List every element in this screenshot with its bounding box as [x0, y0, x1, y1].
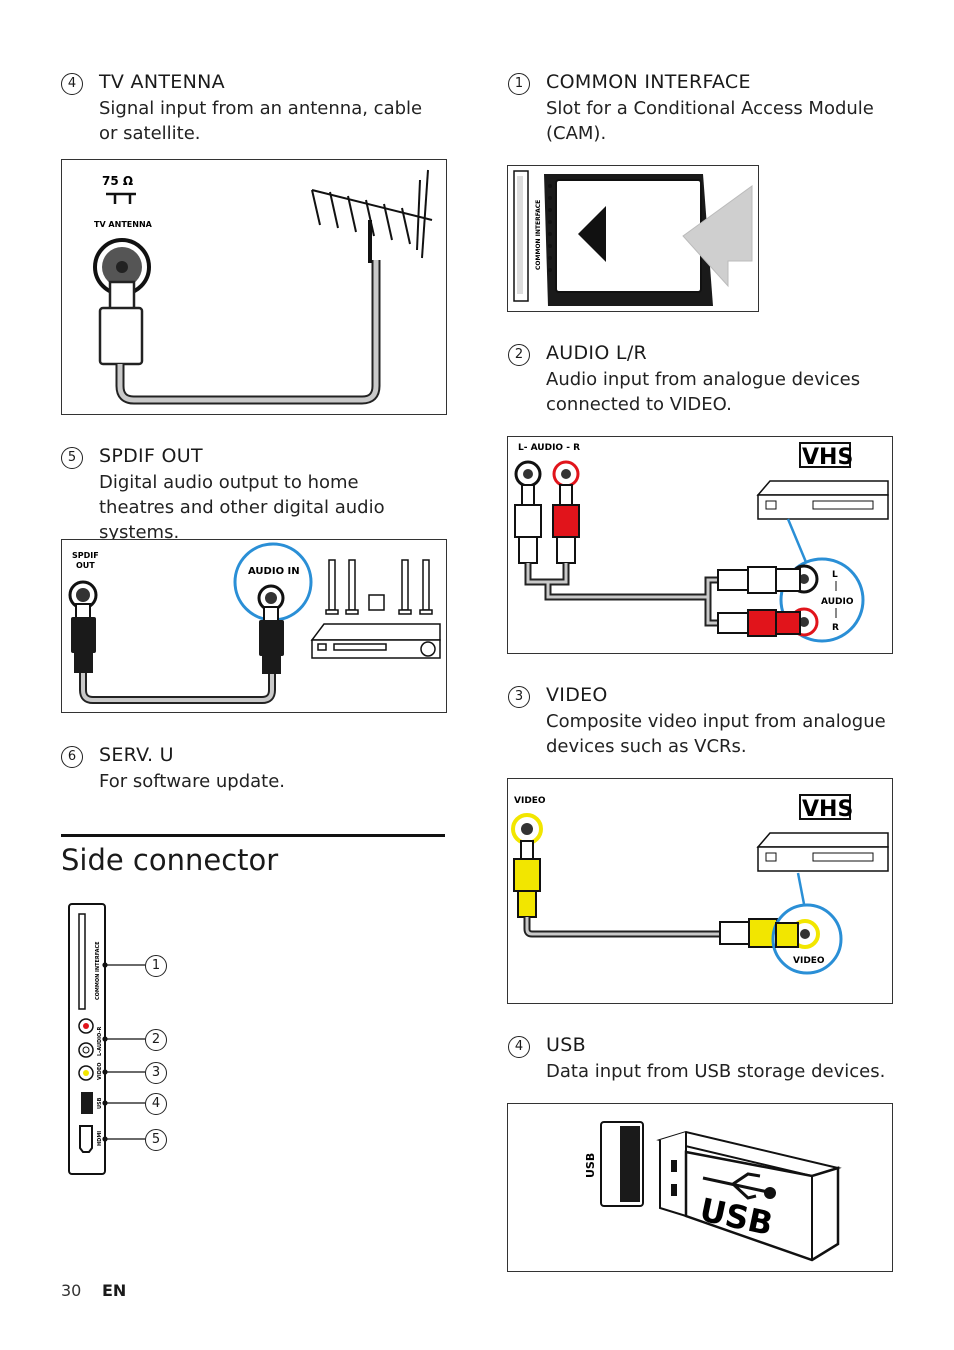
antenna-ohm-label: 75 Ω	[102, 174, 133, 188]
vhs-logo: VHS	[802, 445, 853, 470]
zoom-audio-label: AUDIO	[821, 597, 854, 607]
tv-antenna-figure: 75 Ω TV ANTENNA	[61, 159, 447, 415]
item-number: 6	[61, 746, 83, 768]
audio-port-label: L- AUDIO - R	[518, 443, 580, 453]
insert-direction-arrow	[682, 185, 753, 288]
item-number: 2	[508, 344, 530, 366]
usb-description: Data input from USB storage devices.	[546, 1061, 886, 1082]
audio-in-label: AUDIO IN	[248, 566, 300, 577]
vcr-icon: VHS	[756, 794, 889, 872]
audio-description-end: .	[726, 394, 732, 415]
usb-figure: USB USB	[507, 1103, 893, 1272]
audio-figure: L- AUDIO - R VHS L AUDIO	[507, 436, 893, 654]
spdif-port-label-2: OUT	[76, 561, 95, 570]
zoom-r-label: R	[832, 623, 839, 633]
side-usb-label: USB	[97, 1097, 103, 1109]
side-hdmi-label: HDMI	[97, 1131, 103, 1146]
cam-card-icon	[555, 179, 702, 293]
video-port-label: VIDEO	[514, 796, 546, 806]
ci-slot-label: COMMON INTERFACE	[535, 200, 542, 270]
ci-description: Slot for a Conditional Access Module (CA…	[546, 98, 874, 144]
serv-description: For software update.	[99, 771, 286, 792]
ci-figure: COMMON INTERFACE	[507, 165, 759, 312]
callout-5: 5	[145, 1129, 167, 1151]
spdif-figure: SPDIF OUT AUDIO IN	[61, 539, 447, 713]
usb-port-label: USB	[584, 1153, 597, 1178]
callout-2: 2	[145, 1029, 167, 1051]
usb-heading: USB	[546, 1034, 586, 1056]
item-number: 4	[508, 1036, 530, 1058]
zoom-l-label: L	[832, 570, 838, 580]
item-number: 3	[508, 686, 530, 708]
side-panel-figure: COMMON INTERFACE L-AUDIO-R VIDEO USB HDM…	[61, 900, 181, 1180]
spdif-plug-left	[71, 617, 96, 653]
section-rule	[61, 834, 445, 837]
spdif-description: Digital audio output to home theatres an…	[99, 472, 385, 543]
antenna-icon	[311, 169, 433, 263]
callout-1: 1	[145, 955, 167, 977]
side-ci-label: COMMON INTERFACE	[95, 941, 101, 1000]
language-code: EN	[102, 1281, 127, 1300]
audio-plug-red	[552, 504, 580, 538]
audio-plug-white	[514, 504, 542, 538]
serv-heading: SERV. U	[99, 744, 174, 766]
page-number: 30	[61, 1281, 82, 1300]
side-audio-label: L-AUDIO-R	[97, 1027, 103, 1056]
video-description: Composite video input from analogue devi…	[546, 711, 886, 757]
item-number: 4	[61, 73, 83, 95]
vcr-icon: VHS	[756, 442, 889, 520]
audio-description: Audio input from analogue devices connec…	[546, 367, 886, 417]
spdif-port-label: SPDIF	[72, 551, 99, 560]
video-heading: VIDEO	[546, 684, 608, 706]
antenna-port-label: TV ANTENNA	[94, 220, 153, 229]
tv-antenna-heading: TV ANTENNA	[99, 71, 225, 93]
home-theatre-icon	[310, 559, 441, 659]
item-number: 5	[61, 447, 83, 469]
insert-arrow-icon	[578, 206, 606, 262]
item-number: 1	[508, 73, 530, 95]
spdif-heading: SPDIF OUT	[99, 445, 203, 467]
zoom-video-label: VIDEO	[793, 956, 825, 966]
audio-description-emphasis: VIDEO	[669, 394, 727, 415]
audio-description-text: Audio input from analogue devices connec…	[546, 369, 861, 415]
audio-heading: AUDIO L/R	[546, 342, 648, 364]
callout-4: 4	[145, 1093, 167, 1115]
usb-stick-icon: USB	[656, 1130, 842, 1262]
video-figure: VIDEO VHS VIDEO	[507, 778, 893, 1004]
side-video-label: VIDEO	[97, 1062, 103, 1080]
ci-heading: COMMON INTERFACE	[546, 71, 751, 93]
tv-antenna-description: Signal input from an antenna, cable or s…	[99, 98, 423, 144]
callout-3: 3	[145, 1062, 167, 1084]
section-title: Side connector	[61, 843, 279, 877]
spdif-plug-right	[259, 620, 284, 656]
video-plug-yellow	[513, 858, 541, 892]
vhs-logo: VHS	[802, 797, 853, 822]
